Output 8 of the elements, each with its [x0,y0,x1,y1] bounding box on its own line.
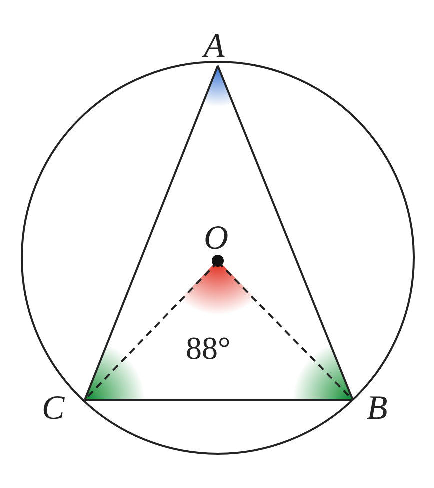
triangle-side [217,66,354,400]
triangle-side [85,399,353,401]
point-label: C [42,392,65,426]
point-label: A [204,30,225,64]
triangle-side [84,66,219,400]
angle-label: 88° [186,332,231,364]
point-label: B [367,392,388,426]
point-label: O [204,222,229,256]
